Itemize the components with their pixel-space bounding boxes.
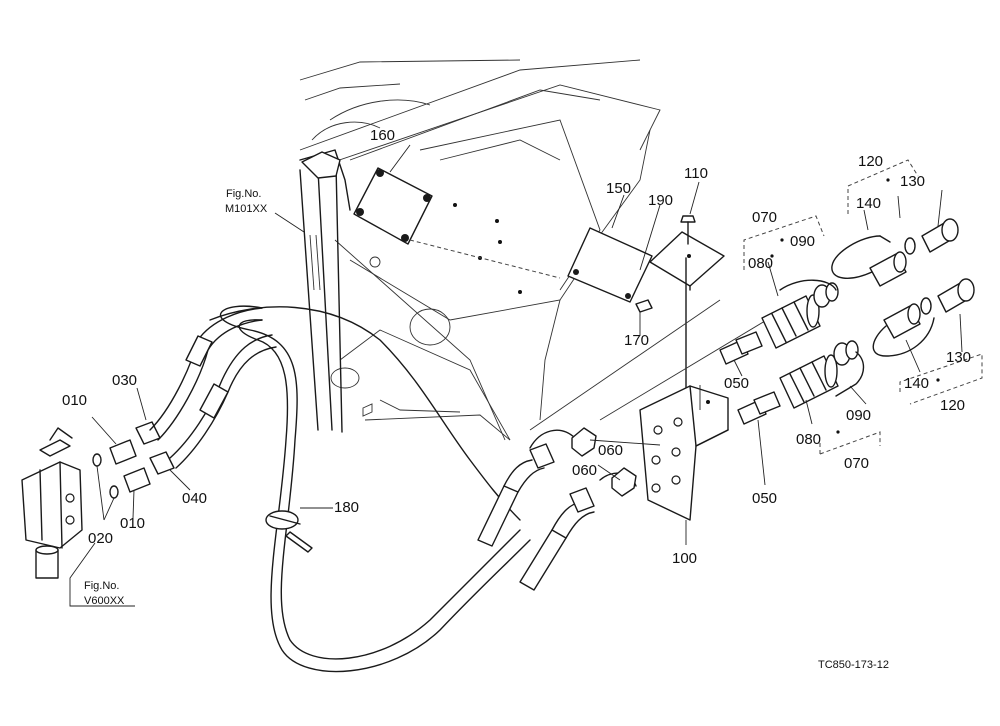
nuts-060 (571, 427, 637, 497)
label-080-top: 080 (748, 255, 773, 272)
label-separators (770, 178, 940, 434)
label-010-bottom: 010 (120, 515, 145, 532)
hoses-right (477, 429, 637, 591)
adapters-050 (719, 331, 781, 425)
label-140-bottom: 140 (904, 375, 929, 392)
tractor-frame (299, 59, 661, 441)
rops-pillar (299, 151, 343, 433)
label-100: 100 (672, 550, 697, 567)
figure-references: Fig.No. M101XX Fig.No. V600XX (84, 188, 268, 607)
label-150: 150 (606, 180, 631, 197)
adapters-010 (109, 439, 151, 493)
hose-clamp-180 (265, 510, 313, 553)
caps-090 (779, 279, 865, 397)
plate-160 (353, 167, 561, 279)
label-130-top: 130 (900, 173, 925, 190)
label-140-top: 140 (856, 195, 881, 212)
ref-m101-line2: M101XX (225, 203, 268, 215)
label-130-bottom: 130 (946, 349, 971, 366)
drawing-code: TC850-173-12 (818, 659, 889, 671)
leader-lines (69, 144, 963, 607)
plugs-130 (904, 218, 975, 315)
couplers-080 (761, 294, 839, 409)
label-020: 020 (88, 530, 113, 547)
label-180: 180 (334, 499, 359, 516)
ref-v600-line2: V600XX (84, 595, 125, 607)
label-120-bottom: 120 (940, 397, 965, 414)
label-060-left: 060 (572, 462, 597, 479)
label-170: 170 (624, 332, 649, 349)
label-110: 110 (684, 165, 708, 182)
ref-v600-line1: Fig.No. (84, 580, 119, 592)
label-090-bottom: 090 (846, 407, 871, 424)
label-070-bottom: 070 (844, 455, 869, 472)
label-010-top: 010 (62, 392, 87, 409)
part-labels: 160 150 190 110 170 070 090 080 120 130 … (62, 127, 971, 567)
label-050-top: 050 (724, 375, 749, 392)
ref-m101-line1: Fig.No. (226, 188, 261, 200)
label-030: 030 (112, 372, 137, 389)
label-040: 040 (182, 490, 207, 507)
label-080-bottom: 080 (796, 431, 821, 448)
label-190: 190 (648, 192, 673, 209)
label-060-right: 060 (598, 442, 623, 459)
swivel-nuts (135, 421, 175, 475)
dust-plugs-140 (831, 235, 935, 357)
label-120-top: 120 (858, 153, 883, 170)
hoses-left (149, 305, 531, 673)
group-brackets (743, 159, 983, 455)
label-090-top: 090 (790, 233, 815, 250)
control-valve (21, 427, 83, 579)
label-160: 160 (370, 127, 395, 144)
label-050-bottom: 050 (752, 490, 777, 507)
plate-150 (567, 215, 725, 396)
label-070-top: 070 (752, 209, 777, 226)
